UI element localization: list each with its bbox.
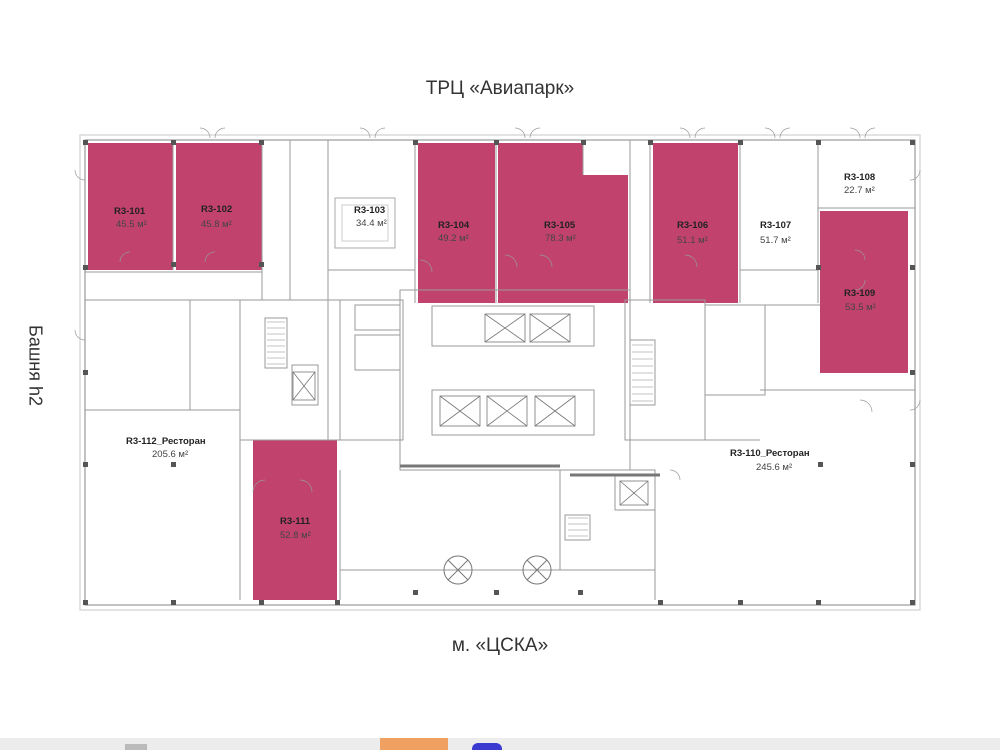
unit-id-r3-103: R3-103	[354, 205, 385, 216]
unit-id-r3-101: R3-101	[114, 206, 146, 217]
unit-area-r3-105: 78.3 м²	[545, 233, 576, 244]
unit-id-r3-111: R3-111	[280, 516, 311, 527]
unit-shape-r3-105[interactable]	[498, 143, 628, 303]
south-label-metro-cska: м. «ЦСКА»	[451, 635, 549, 656]
stairs	[267, 321, 653, 537]
unit-id-r3-112: R3-112_Ресторан	[126, 436, 206, 447]
unit-id-r3-109: R3-109	[844, 288, 875, 299]
unit-id-r3-104: R3-104	[438, 220, 470, 231]
unit-area-r3-103: 34.4 м²	[356, 218, 387, 229]
unit-labels: R3-101 45.5 м² R3-102 45.8 м² R3-103 34.…	[114, 172, 876, 541]
elevator-shafts	[292, 313, 649, 506]
unit-area-r3-112: 205.6 м²	[152, 449, 188, 460]
unit-area-r3-110: 245.6 м²	[756, 462, 792, 473]
unit-id-r3-107: R3-107	[760, 220, 791, 231]
unit-area-r3-111: 52.8 м²	[280, 530, 311, 541]
toolbar-item[interactable]	[472, 743, 502, 750]
door-arcs	[74, 127, 921, 493]
unit-area-r3-102: 45.8 м²	[201, 219, 232, 230]
unit-id-r3-102: R3-102	[201, 204, 232, 215]
highlighted-units	[88, 143, 908, 600]
unit-shape-r3-104[interactable]	[418, 143, 495, 303]
unit-shape-r3-101[interactable]	[88, 143, 173, 270]
toolbar-item[interactable]	[125, 744, 147, 750]
unit-shape-r3-111[interactable]	[253, 440, 337, 600]
vent-fixtures	[443, 555, 552, 585]
unit-shape-r3-102[interactable]	[176, 143, 262, 270]
unit-area-r3-108: 22.7 м²	[844, 185, 875, 196]
unit-area-r3-107: 51.7 м²	[760, 235, 791, 246]
unit-id-r3-105: R3-105	[544, 220, 576, 231]
unit-area-r3-109: 53.5 м²	[845, 302, 876, 313]
unit-shape-r3-109[interactable]	[820, 211, 908, 373]
unit-area-r3-101: 45.5 м²	[116, 219, 147, 230]
north-label-aviapark: ТРЦ «Авиапарк»	[425, 78, 575, 99]
unit-shape-r3-106[interactable]	[653, 143, 738, 303]
unit-id-r3-106: R3-106	[677, 220, 708, 231]
toolbar-item-active[interactable]	[380, 738, 448, 750]
unit-area-r3-106: 51.1 м²	[677, 235, 708, 246]
unit-area-r3-104: 49.2 м²	[438, 233, 469, 244]
unit-id-r3-110: R3-110_Ресторан	[730, 448, 810, 459]
unit-id-r3-108: R3-108	[844, 172, 875, 183]
structural-columns	[83, 140, 915, 605]
